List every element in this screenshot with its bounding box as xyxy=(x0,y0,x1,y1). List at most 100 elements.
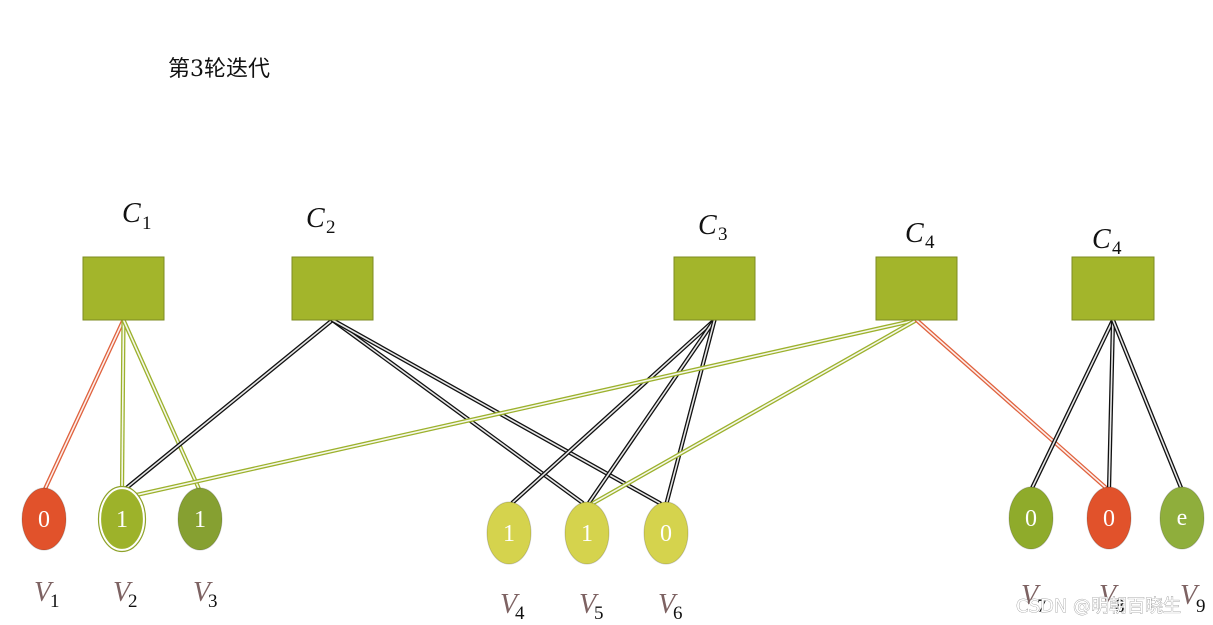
check-node-letter: C xyxy=(306,203,325,234)
variable-node-subscript: 5 xyxy=(594,603,604,624)
check-node-box xyxy=(1071,256,1155,321)
check-node-box xyxy=(875,256,958,321)
variable-node-highlight-ring xyxy=(97,485,147,553)
variable-node-ellipse xyxy=(21,487,67,551)
edge-line xyxy=(510,317,717,505)
variable-node-value: 0 xyxy=(38,507,50,533)
check-node-letter: C xyxy=(698,210,717,241)
variable-node-v6: 0 V 6 xyxy=(643,501,689,624)
variable-node-v5: 1 V 5 xyxy=(564,501,610,624)
check-node-subscript: 4 xyxy=(925,232,935,253)
check-node-box xyxy=(673,256,756,321)
edge-stroke-center xyxy=(512,319,716,504)
variable-node-letter: V xyxy=(500,589,520,620)
variable-node-v4: 1 V 4 xyxy=(486,501,532,624)
variable-node-value: 1 xyxy=(116,507,128,533)
edge-line xyxy=(1030,317,1116,490)
check-node-box xyxy=(82,256,165,321)
check-node-subscript: 4 xyxy=(1112,238,1122,259)
edge-stroke-center xyxy=(1112,319,1182,488)
edge-line xyxy=(330,317,585,505)
edge-stroke-center xyxy=(592,319,917,504)
variable-node-v7: 0 V 7 xyxy=(1008,486,1054,617)
edge-line xyxy=(121,317,201,491)
variable-node-ellipse xyxy=(564,501,610,565)
variable-node-subscript: 4 xyxy=(515,603,525,624)
variable-node-subscript: 7 xyxy=(1037,596,1047,617)
variable-node-ellipse xyxy=(98,486,146,552)
check-node-subscript: 3 xyxy=(718,224,728,245)
variable-node-letter: V xyxy=(1021,580,1041,611)
edge-stroke-center xyxy=(121,319,125,489)
variable-node-value: 1 xyxy=(503,521,515,547)
variable-node-ellipse xyxy=(1008,486,1054,550)
variable-node-letter: V xyxy=(658,589,678,620)
edge-stroke-center xyxy=(1108,319,1114,488)
variable-node-subscript: 8 xyxy=(1115,596,1125,617)
edge-stroke-center xyxy=(332,319,583,504)
variable-node-subscript: 9 xyxy=(1196,596,1206,617)
edge-stroke-center xyxy=(588,319,716,503)
variable-node-v1: 0 V 1 xyxy=(21,487,67,612)
edge-stroke-center xyxy=(44,319,125,489)
edge-line xyxy=(1106,317,1116,490)
edge-stroke-center xyxy=(915,319,1107,488)
variable-node-subscript: 6 xyxy=(673,603,683,624)
check-node-letter: C xyxy=(905,218,924,249)
variable-node-v8: 0 V 8 xyxy=(1086,486,1132,617)
variable-node-letter: V xyxy=(193,577,213,608)
edge-line xyxy=(1110,317,1183,490)
check-node-letter: C xyxy=(1092,224,1111,255)
edge-line xyxy=(664,317,717,505)
check-node-subscript: 2 xyxy=(326,217,336,238)
edge-stroke-center xyxy=(125,319,334,490)
check-node-c1: C 1 xyxy=(82,198,165,321)
edge-line xyxy=(330,317,663,506)
variable-node-letter: V xyxy=(579,589,599,620)
check-node-c4-second: C 4 xyxy=(1071,224,1155,321)
variable-node-letter: V xyxy=(113,577,133,608)
variable-node-value: 0 xyxy=(1103,506,1115,532)
edge-line xyxy=(43,317,126,491)
variable-node-subscript: 1 xyxy=(50,591,60,612)
edge-line xyxy=(590,317,919,506)
variable-node-v2: 1 V 2 xyxy=(97,485,147,612)
edge-stroke-center xyxy=(666,319,716,503)
watermark-text: CSDN @明朝百晓生 xyxy=(1016,596,1181,617)
variable-node-v9: e V 9 xyxy=(1159,486,1206,617)
variable-node-letter: V xyxy=(1099,580,1119,611)
variable-node-ellipse xyxy=(643,501,689,565)
variable-node-letter: V xyxy=(34,577,54,608)
edge-line xyxy=(914,317,1108,490)
variable-node-ellipse xyxy=(177,487,223,551)
edge-line xyxy=(119,317,126,491)
edge-line xyxy=(587,317,717,505)
edge-stroke-center xyxy=(1031,319,1114,488)
check-node-c2: C 2 xyxy=(291,203,374,321)
variable-node-value: 0 xyxy=(1025,506,1037,532)
check-node-box xyxy=(291,256,374,321)
check-node-subscript: 1 xyxy=(142,213,152,234)
check-node-c4: C 4 xyxy=(875,218,958,321)
edge-stroke-center xyxy=(332,319,661,504)
edge-line xyxy=(133,317,919,498)
check-node-c3: C 3 xyxy=(673,210,756,321)
variable-node-ellipse xyxy=(1086,486,1132,550)
variable-node-subscript: 3 xyxy=(208,591,218,612)
variable-node-subscript: 2 xyxy=(128,591,138,612)
variable-node-value: 1 xyxy=(581,521,593,547)
variable-node-value: 1 xyxy=(194,507,206,533)
variable-node-v3: 1 V 3 xyxy=(177,487,223,612)
variable-node-value: e xyxy=(1177,505,1188,531)
edge-stroke-center xyxy=(122,319,200,489)
variable-node-ellipse xyxy=(1159,486,1205,550)
variable-node-ellipse xyxy=(486,501,532,565)
variable-node-letter: V xyxy=(1180,580,1200,611)
edge-line xyxy=(123,317,335,491)
edges-layer xyxy=(43,317,1183,506)
edge-stroke-center xyxy=(135,319,917,496)
iteration-title: 第3轮迭代 xyxy=(168,57,270,82)
check-node-letter: C xyxy=(122,198,141,229)
variable-node-value: 0 xyxy=(660,521,672,547)
